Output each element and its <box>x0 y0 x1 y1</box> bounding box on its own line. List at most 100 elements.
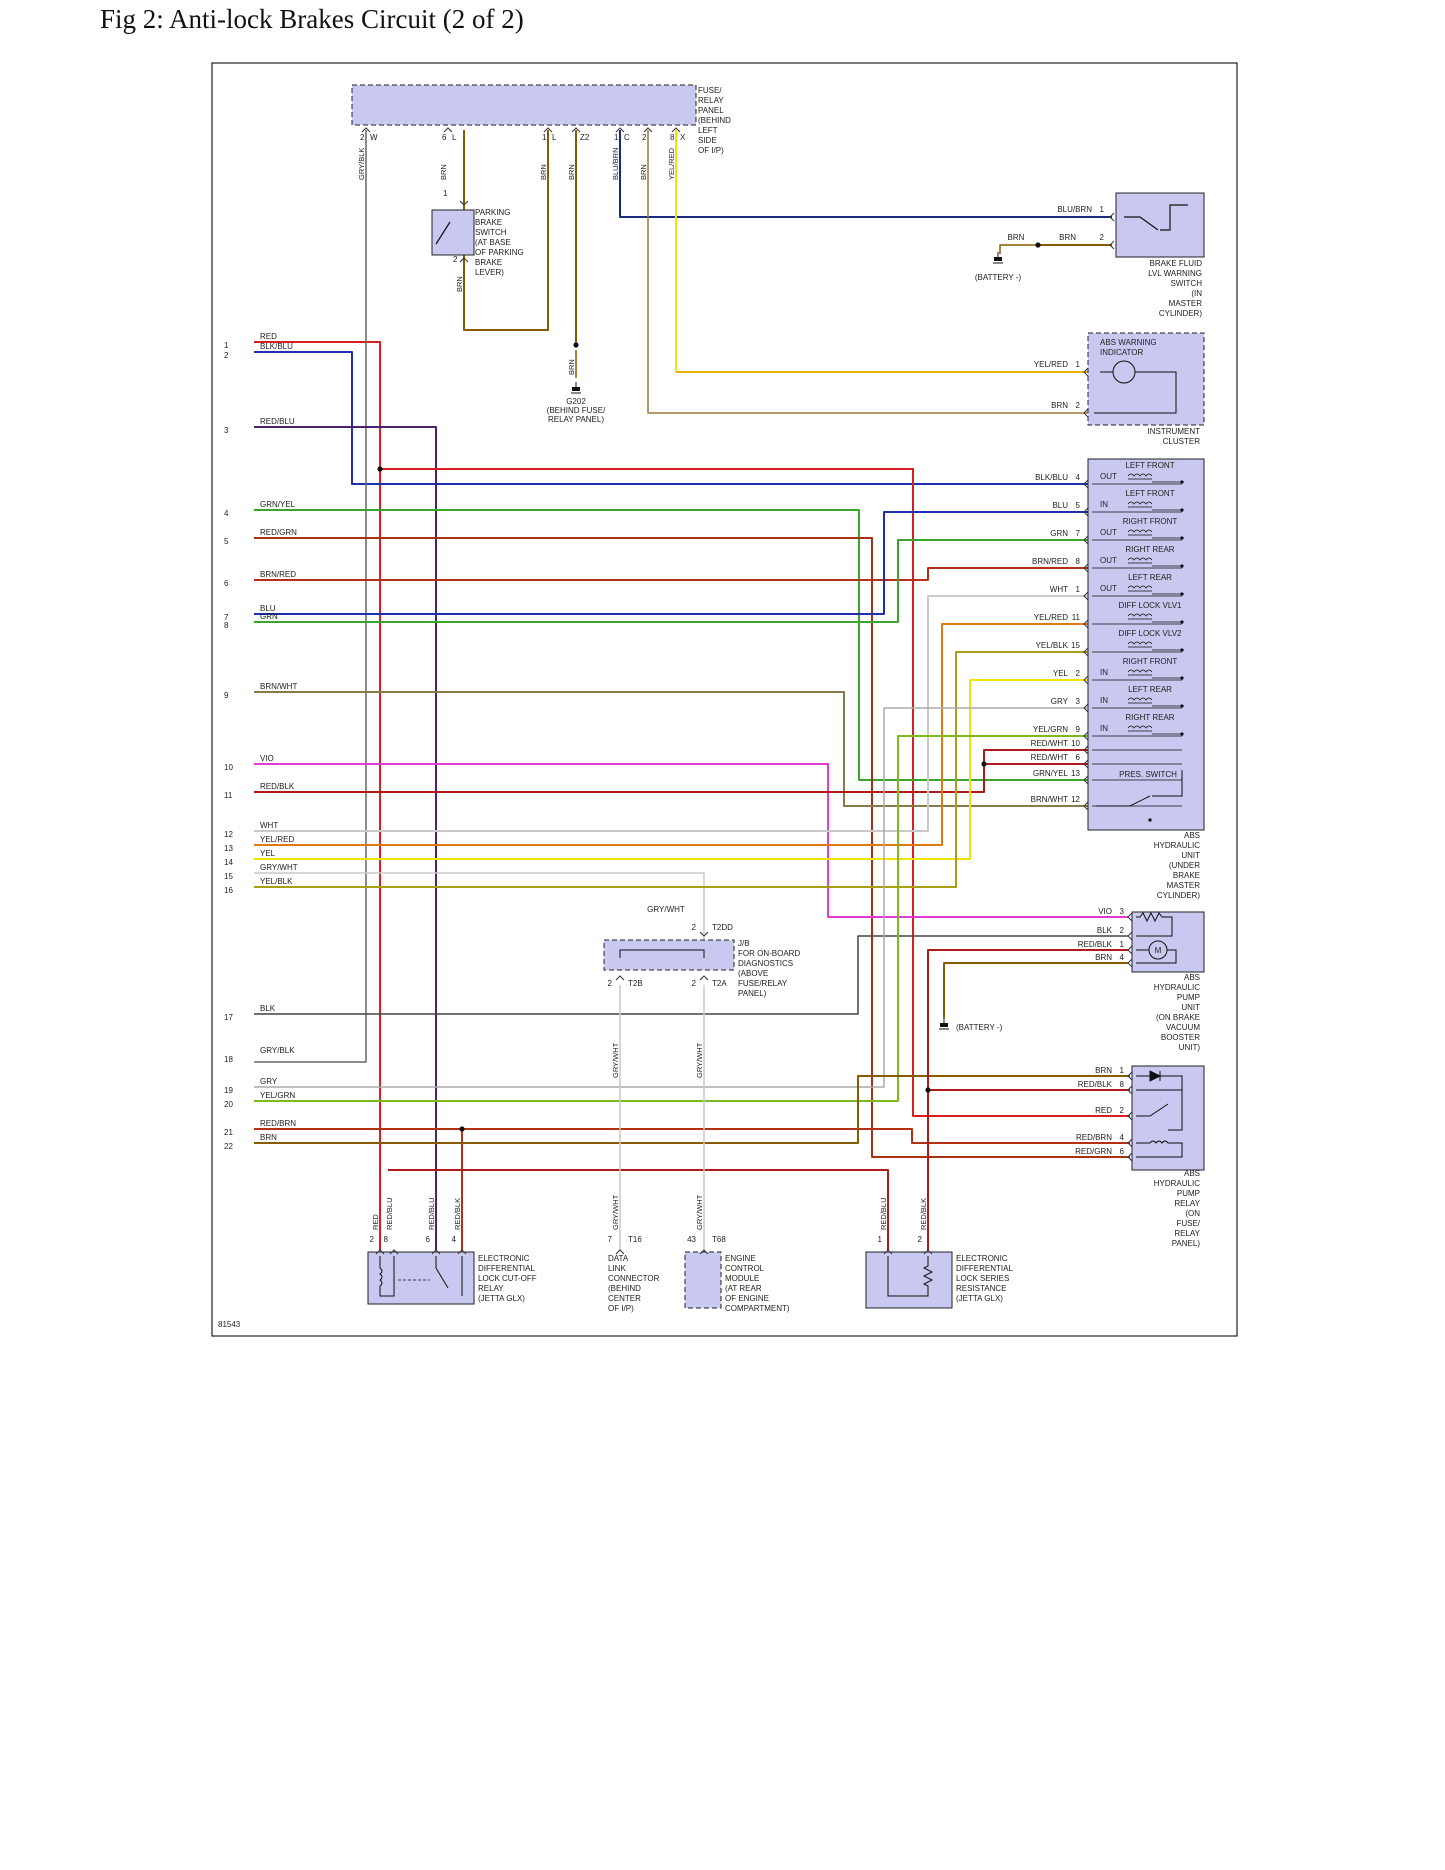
wire-label: GRY <box>1051 697 1069 706</box>
pin-number: 6 <box>442 133 447 142</box>
obd-junction-block <box>603 939 735 971</box>
pin-number: 2 <box>1120 1106 1125 1115</box>
wire-label: VIO <box>260 754 274 763</box>
wire-number: 7 <box>224 613 229 622</box>
wire-label: YEL/RED <box>667 147 676 180</box>
pump-unit-label: VACUUM <box>1166 1023 1200 1032</box>
wire-label: WHT <box>1050 585 1068 594</box>
wire-number: 21 <box>224 1128 233 1137</box>
brake-fluid-label: CYLINDER) <box>1159 309 1202 318</box>
direction-label: OUT <box>1100 584 1117 593</box>
valve-label: LEFT FRONT <box>1125 461 1174 470</box>
solenoid-coil <box>1127 473 1153 477</box>
abs-hydraulic-unit-label: MASTER <box>1167 881 1201 890</box>
obd-jb-label: J/B <box>738 939 750 948</box>
connector-arrow <box>1127 958 1133 968</box>
wire-label: YEL <box>1053 669 1069 678</box>
connector-arrow <box>1127 1071 1133 1081</box>
pin-number: 8 <box>384 1235 389 1244</box>
connector-id: T2DD <box>712 923 733 932</box>
direction-label: OUT <box>1100 472 1117 481</box>
wire-label: RED/BLK <box>1078 1080 1113 1089</box>
relay-contact <box>1136 1090 1183 1131</box>
wire-label: YEL/GRN <box>1033 725 1068 734</box>
connector-arrow <box>1127 1111 1133 1121</box>
pin-number: 7 <box>1076 529 1081 538</box>
connector-arrow <box>1083 731 1089 741</box>
connector-arrow <box>671 127 681 133</box>
g202-label: (BEHIND FUSE/ <box>547 406 606 415</box>
component-layer <box>351 84 1205 1309</box>
pin-number: 9 <box>1076 725 1081 734</box>
pin-number: 6 <box>1120 1147 1125 1156</box>
terminal-label: W <box>370 133 378 142</box>
solenoid-coil <box>1127 697 1153 701</box>
diagram-frame <box>211 62 1238 1337</box>
engine-control-module <box>684 1251 722 1309</box>
wire-blu <box>254 511 1088 615</box>
solenoid-coil <box>1127 585 1153 589</box>
wire-label: RED/WHT <box>1031 739 1068 748</box>
connector-arrow <box>699 931 709 937</box>
wire-label: GRY/WHT <box>611 1194 620 1230</box>
obd-jb-label: FOR ON-BOARD <box>738 949 800 958</box>
g202-label: G202 <box>566 397 586 406</box>
connector-arrow <box>643 127 653 133</box>
wire-label: RED <box>1095 1106 1112 1115</box>
wire-red-grn <box>254 537 1130 1158</box>
abs-hydraulic-unit-label: UNIT <box>1181 851 1200 860</box>
relay-coil <box>379 1256 395 1297</box>
connector-arrow <box>543 127 553 133</box>
valve-label: DIFF LOCK VLV1 <box>1119 601 1183 610</box>
connector-id: T68 <box>712 1235 726 1244</box>
wire-red-blk <box>927 949 1129 1090</box>
wire-label: BRN <box>260 1133 277 1142</box>
wire-number: 2 <box>224 351 229 360</box>
terminal-label: L <box>452 133 457 142</box>
series-resistance-label: ELECTRONIC <box>956 1254 1008 1263</box>
wire-label: BRN <box>567 359 576 375</box>
wire-blk <box>254 935 1128 1015</box>
connector-arrow <box>1083 408 1089 418</box>
splice-dot <box>981 761 987 767</box>
wire-yel-blk <box>254 651 1088 888</box>
wire-layer <box>254 95 1130 1250</box>
pin-number: 8 <box>670 133 675 142</box>
pump-unit-label: HYDRAULIC <box>1154 983 1200 992</box>
wire-label: GRN <box>1050 529 1068 538</box>
switch-contact <box>1124 204 1188 231</box>
abs-hydraulic-unit-label: (UNDER <box>1169 861 1200 870</box>
connector-arrow <box>1083 591 1089 601</box>
pin-number: 6 <box>426 1235 431 1244</box>
solenoid-coil <box>1127 529 1153 533</box>
wire-label: BRN <box>439 164 448 180</box>
pump-relay-label: FUSE/ <box>1176 1219 1200 1228</box>
pin-number: 4 <box>452 1235 457 1244</box>
wire-label: BRN <box>1059 233 1076 242</box>
pin-number: 2 <box>1100 233 1105 242</box>
diff-lock-cutoff-relay <box>367 1251 475 1305</box>
connector-arrow <box>1083 801 1089 811</box>
cutoff-relay-label: ELECTRONIC <box>478 1254 530 1263</box>
wire-label: YEL/GRN <box>260 1091 295 1100</box>
wire-gry-blk <box>254 130 367 1063</box>
wire-number: 8 <box>224 621 229 630</box>
pin-number: 1 <box>443 189 448 198</box>
fuse-relay-panel <box>351 84 697 126</box>
pin-number: 8 <box>1120 1080 1125 1089</box>
pin-number: 4 <box>1120 1133 1125 1142</box>
pump-relay-label: RELAY <box>1174 1229 1200 1238</box>
obd-jb-label: FUSE/RELAY <box>738 979 788 988</box>
wire-grn-yel <box>254 509 1088 781</box>
figure-title: Fig 2: Anti-lock Brakes Circuit (2 of 2) <box>100 4 524 34</box>
wire-label: RED/BLU <box>427 1197 436 1230</box>
pin-number: 2 <box>1120 926 1125 935</box>
parking-brake-label: SWITCH <box>475 228 507 237</box>
internal-node <box>1180 648 1184 652</box>
ecm-label: COMPARTMENT) <box>725 1304 790 1313</box>
wire-red-brn <box>254 1128 1130 1144</box>
wire-brn <box>647 130 1088 414</box>
wire-number: 1 <box>224 341 229 350</box>
connector-arrow <box>1127 931 1133 941</box>
direction-label: IN <box>1100 724 1108 733</box>
